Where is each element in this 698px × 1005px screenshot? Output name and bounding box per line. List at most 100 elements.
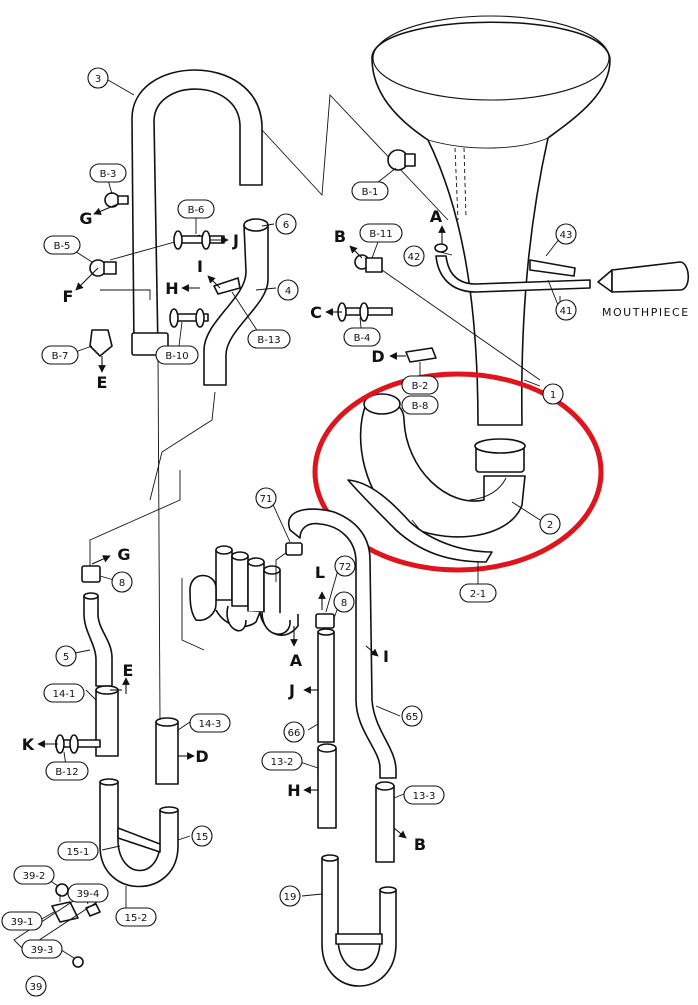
part-71-ferrule — [285, 542, 303, 556]
callout-c8b: 8 — [333, 591, 355, 613]
svg-text:71: 71 — [260, 494, 273, 505]
svg-text:15-2: 15-2 — [125, 913, 148, 924]
svg-text:B-2: B-2 — [412, 381, 429, 392]
callout-c13_2: 13-2 — [261, 751, 303, 771]
callout-c14_3: 14-3 — [189, 713, 231, 733]
svg-text:14-3: 14-3 — [199, 719, 222, 730]
callout-c1: 1 — [542, 383, 564, 405]
svg-text:13-3: 13-3 — [413, 791, 436, 802]
svg-text:42: 42 — [408, 252, 421, 263]
part-39-3 — [72, 956, 84, 968]
svg-text:14-1: 14-1 — [53, 689, 76, 700]
callout-c39_1: 39-1 — [1, 911, 43, 931]
part-14-3-tube — [155, 717, 179, 785]
guide-line — [381, 269, 541, 381]
svg-text:B-4: B-4 — [354, 333, 371, 344]
callout-c15_2: 15-2 — [115, 907, 157, 927]
leadpipe-41 — [434, 243, 690, 293]
letter-C: C — [310, 303, 322, 322]
svg-text:43: 43 — [560, 230, 573, 241]
part-19-bow — [321, 854, 397, 987]
part-8-ferrule-right — [315, 613, 335, 629]
valve-cap-b1 — [387, 149, 416, 171]
svg-text:B-12: B-12 — [55, 767, 78, 778]
callout-c39: 39 — [25, 975, 47, 997]
svg-text:19: 19 — [284, 892, 297, 903]
svg-text:39-2: 39-2 — [23, 871, 46, 882]
svg-text:6: 6 — [283, 220, 289, 231]
svg-text:39-4: 39-4 — [77, 889, 100, 900]
callout-c43: 43 — [555, 223, 577, 245]
svg-text:4: 4 — [285, 286, 291, 297]
letter-F: F — [63, 287, 74, 306]
part-6-tube — [203, 218, 269, 386]
part-15-bow — [99, 778, 179, 888]
letter-J-top: J — [232, 231, 239, 250]
valve-cluster — [189, 545, 299, 637]
callout-cB5: B-5 — [43, 235, 81, 255]
highlight-circle — [312, 371, 604, 573]
callout-c39_2: 39-2 — [13, 865, 55, 885]
callout-c65: 65 — [401, 705, 423, 727]
callout-cB3: B-3 — [89, 163, 127, 183]
callout-c15: 15 — [191, 825, 213, 847]
bell — [371, 15, 611, 426]
svg-text:1: 1 — [550, 390, 556, 401]
callout-cB8: B-8 — [401, 395, 439, 415]
callout-c13_3: 13-3 — [403, 785, 445, 805]
letter-B-top: B — [334, 227, 346, 246]
svg-text:B-5: B-5 — [54, 241, 71, 252]
callout-c5: 5 — [55, 645, 77, 667]
svg-text:8: 8 — [341, 598, 347, 609]
part-13-3-tube — [375, 781, 395, 863]
part-3-tube — [131, 69, 263, 356]
part-13-2-tube — [317, 743, 337, 829]
svg-text:65: 65 — [406, 712, 419, 723]
svg-text:15-1: 15-1 — [67, 847, 90, 858]
letter-A-mid: A — [290, 651, 303, 670]
svg-text:13-2: 13-2 — [271, 757, 294, 768]
part-5-tube — [83, 592, 113, 687]
water-key-b10 — [169, 308, 209, 328]
callout-cB11: B-11 — [359, 223, 403, 243]
letter-K: K — [22, 735, 35, 754]
part-2-1-guard — [347, 479, 493, 563]
clip-b13 — [213, 277, 241, 295]
svg-text:2: 2 — [547, 520, 553, 531]
callout-c15_1: 15-1 — [57, 841, 99, 861]
guide-line — [149, 391, 216, 501]
letter-D-mid: D — [195, 747, 208, 766]
letter-I-top: I — [197, 257, 203, 276]
mouthpiece-label: MOUTHPIECE — [602, 306, 690, 319]
svg-text:B-8: B-8 — [412, 401, 429, 412]
letter-E-mid: E — [123, 661, 134, 680]
letter-J-mid: J — [288, 681, 295, 700]
guide-line — [100, 289, 151, 300]
valve-cap-b11 — [354, 254, 383, 273]
callout-cB13: B-13 — [247, 329, 291, 349]
callout-c2_1: 2-1 — [459, 583, 497, 603]
part-39-1 — [51, 901, 79, 923]
svg-text:72: 72 — [339, 562, 352, 573]
guide-line — [157, 354, 161, 721]
svg-text:B-11: B-11 — [369, 229, 392, 240]
guide-line — [89, 470, 181, 566]
long-tube-i — [287, 508, 397, 779]
valve-cap-b7 — [89, 329, 113, 357]
letter-G-mid: G — [117, 545, 130, 564]
svg-text:B-1: B-1 — [362, 187, 379, 198]
svg-text:2-1: 2-1 — [470, 589, 486, 600]
callout-c4: 4 — [277, 279, 299, 301]
part-8-ferrule-left — [81, 565, 101, 583]
letter-E-top: E — [97, 373, 108, 392]
callout-cB12: B-12 — [45, 761, 89, 781]
svg-text:3: 3 — [95, 74, 101, 85]
svg-text:15: 15 — [196, 832, 209, 843]
valve-cap-b3 — [104, 192, 129, 208]
svg-text:B-10: B-10 — [165, 351, 188, 362]
callout-cB2: B-2 — [401, 375, 439, 395]
letter-H-top: H — [165, 279, 178, 298]
part-14-1-tube — [95, 685, 119, 757]
